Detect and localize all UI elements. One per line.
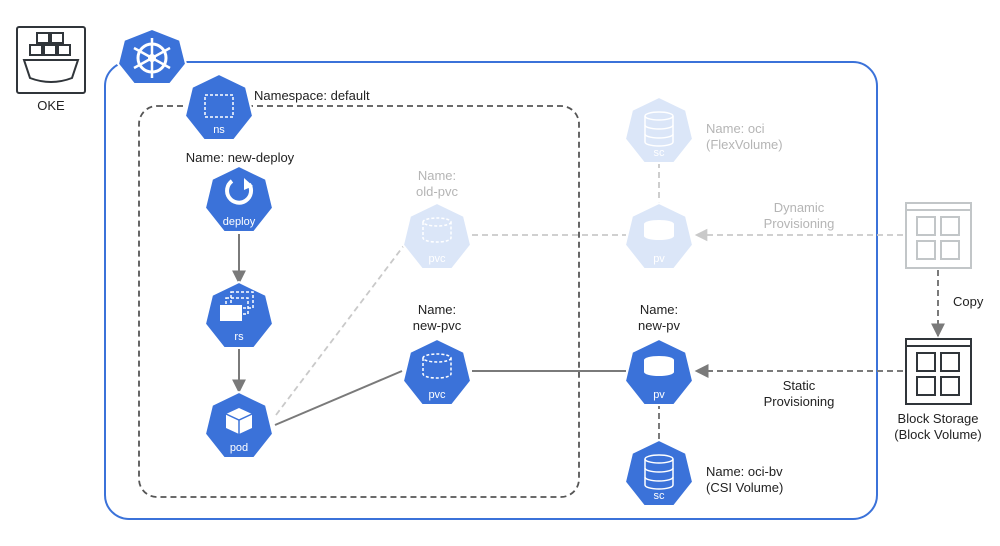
- new-pvc-node-label: pvc: [428, 389, 446, 401]
- namespace-title: Namespace: default: [254, 88, 370, 103]
- pv-icon: [644, 220, 674, 240]
- sc-oci-node-label: sc: [654, 147, 666, 159]
- deploy-icon: [225, 178, 253, 205]
- sc-oci-title-line1: Name: oci: [706, 121, 765, 136]
- dynamic-provisioning-line1: Dynamic: [774, 200, 825, 215]
- pv-old-node: pv: [623, 201, 695, 270]
- cluster-boundary: [104, 61, 878, 520]
- pvc-icon: [422, 353, 452, 379]
- kubernetes-helm-icon: [116, 27, 188, 85]
- pvc-icon: [422, 217, 452, 243]
- new-pv-node-label: pv: [653, 389, 665, 401]
- block-storage-line1: Block Storage: [898, 411, 979, 426]
- pod-node: pod: [203, 390, 275, 459]
- static-provisioning-line2: Provisioning: [764, 394, 835, 409]
- new-pvc-title-line2: new-pvc: [413, 318, 462, 333]
- oke-label: OKE: [37, 98, 65, 113]
- sc-ocibv-title-line2: (CSI Volume): [706, 480, 783, 495]
- replicaset-icon: [220, 291, 254, 321]
- replicaset-node-label: rs: [234, 331, 244, 343]
- block-storage-line2: (Block Volume): [894, 427, 981, 442]
- static-provisioning-line1: Static: [783, 378, 816, 393]
- copy-label: Copy: [953, 294, 984, 309]
- new-pv-node: pv: [623, 337, 695, 406]
- namespace-node: ns: [183, 72, 255, 141]
- old-pvc-node-label: pvc: [428, 253, 446, 265]
- pv-icon: [644, 356, 674, 376]
- deploy-title: Name: new-deploy: [186, 150, 295, 165]
- pv-old-node-label: pv: [653, 253, 665, 265]
- old-pvc-title-line2: old-pvc: [416, 184, 458, 199]
- storageclass-icon: [644, 111, 674, 147]
- deploy-node-label: deploy: [223, 216, 256, 228]
- sc-oci-title-line2: (FlexVolume): [706, 137, 783, 152]
- pod-to-new-pvc-line: [274, 370, 403, 426]
- new-pvc-node: pvc: [401, 337, 473, 406]
- pod-node-label: pod: [230, 442, 248, 454]
- sc-ocibv-node: sc: [623, 438, 695, 507]
- oke-cluster-icon: [16, 26, 86, 94]
- deploy-node: deploy: [203, 164, 275, 233]
- block-storage-old-icon: [905, 202, 972, 269]
- pod-to-old-pvc-line: [275, 239, 409, 416]
- old-pvc-title-line1: Name:: [418, 168, 456, 183]
- storageclass-icon: [644, 454, 674, 490]
- new-pvc-title-line1: Name:: [418, 302, 456, 317]
- sc-ocibv-node-label: sc: [654, 490, 666, 502]
- dynamic-provisioning-line2: Provisioning: [764, 216, 835, 231]
- pod-cube-icon: [225, 408, 253, 434]
- sc-oci-node: sc: [623, 95, 695, 164]
- namespace-node-label: ns: [213, 124, 225, 136]
- namespace-boundary: [138, 105, 580, 498]
- old-pvc-node: pvc: [401, 201, 473, 270]
- new-pv-title-line1: Name:: [640, 302, 678, 317]
- sc-ocibv-title-line1: Name: oci-bv: [706, 464, 783, 479]
- replicaset-node: rs: [203, 280, 275, 349]
- block-storage-icon: [905, 338, 972, 405]
- new-pv-title-line2: new-pv: [638, 318, 680, 333]
